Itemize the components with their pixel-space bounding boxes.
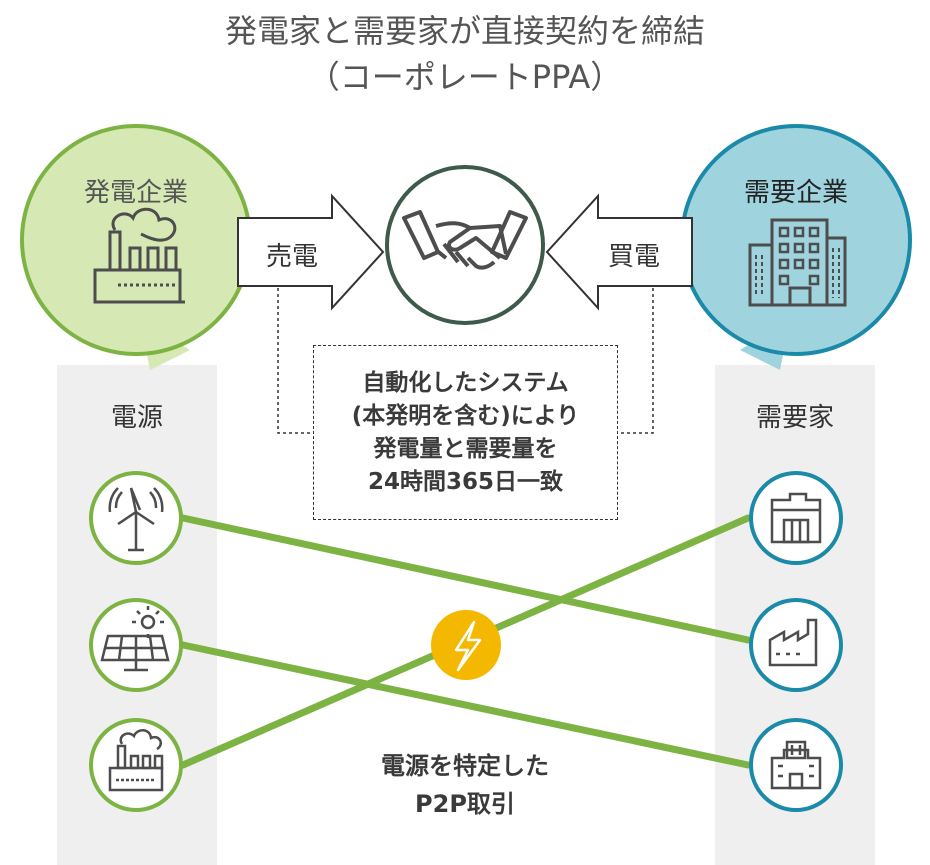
left-entity-circle [20,124,252,356]
system-box-line-2: (本発明を含む)により [351,402,580,429]
office-building-icon [748,218,847,307]
solar-panel-icon [100,606,170,672]
left-entity-label: 発電企業 [83,178,188,208]
thermal-power-plant-icon [108,729,164,792]
system-box: 自動化したシステム (本発明を含む)により 発電量と需要量を 24時間365日一… [313,345,618,520]
left-panel-label: 電源 [110,403,163,433]
consumer-warehouse [749,471,843,565]
bolt-circle [431,610,501,680]
sell-arrow [237,193,385,311]
factory-icon [93,207,185,304]
buy-arrow [545,193,693,311]
title-line-1: 発電家と需要家が直接契約を締結 [224,12,705,50]
system-box-line-3: 発電量と需要量を [373,435,558,462]
consumer-hospital [749,718,843,812]
source-solar-panel [89,598,183,692]
buy-label: 買電 [608,242,661,272]
source-wind-turbine [89,471,183,565]
line-wind-to-factory [179,514,752,644]
sell-label: 売電 [266,242,319,272]
consumer-factory [749,598,843,692]
hospital-icon [770,740,822,790]
right-entity-label: 需要企業 [743,178,848,208]
handshake-icon [402,210,528,270]
right-dashed-connector [618,282,654,434]
right-entity-circle [680,124,912,356]
factory-icon [768,618,818,667]
right-panel-label: 需要家 [755,403,834,433]
warehouse-icon [770,492,822,544]
title-line-2: （コーポレートPPA） [307,58,623,96]
p2p-caption-line-2: P2P取引 [415,790,515,818]
lightning-bolt-icon [454,620,482,672]
source-thermal-plant [89,718,183,812]
system-box-line-1: 自動化したシステム [362,369,569,396]
p2p-caption-line-1: 電源を特定した [381,752,549,780]
left-dashed-connector [277,282,313,434]
wind-turbine-icon [108,487,164,552]
system-box-line-4: 24時間365日一致 [367,468,564,495]
line-solar-to-hospital [179,641,752,769]
